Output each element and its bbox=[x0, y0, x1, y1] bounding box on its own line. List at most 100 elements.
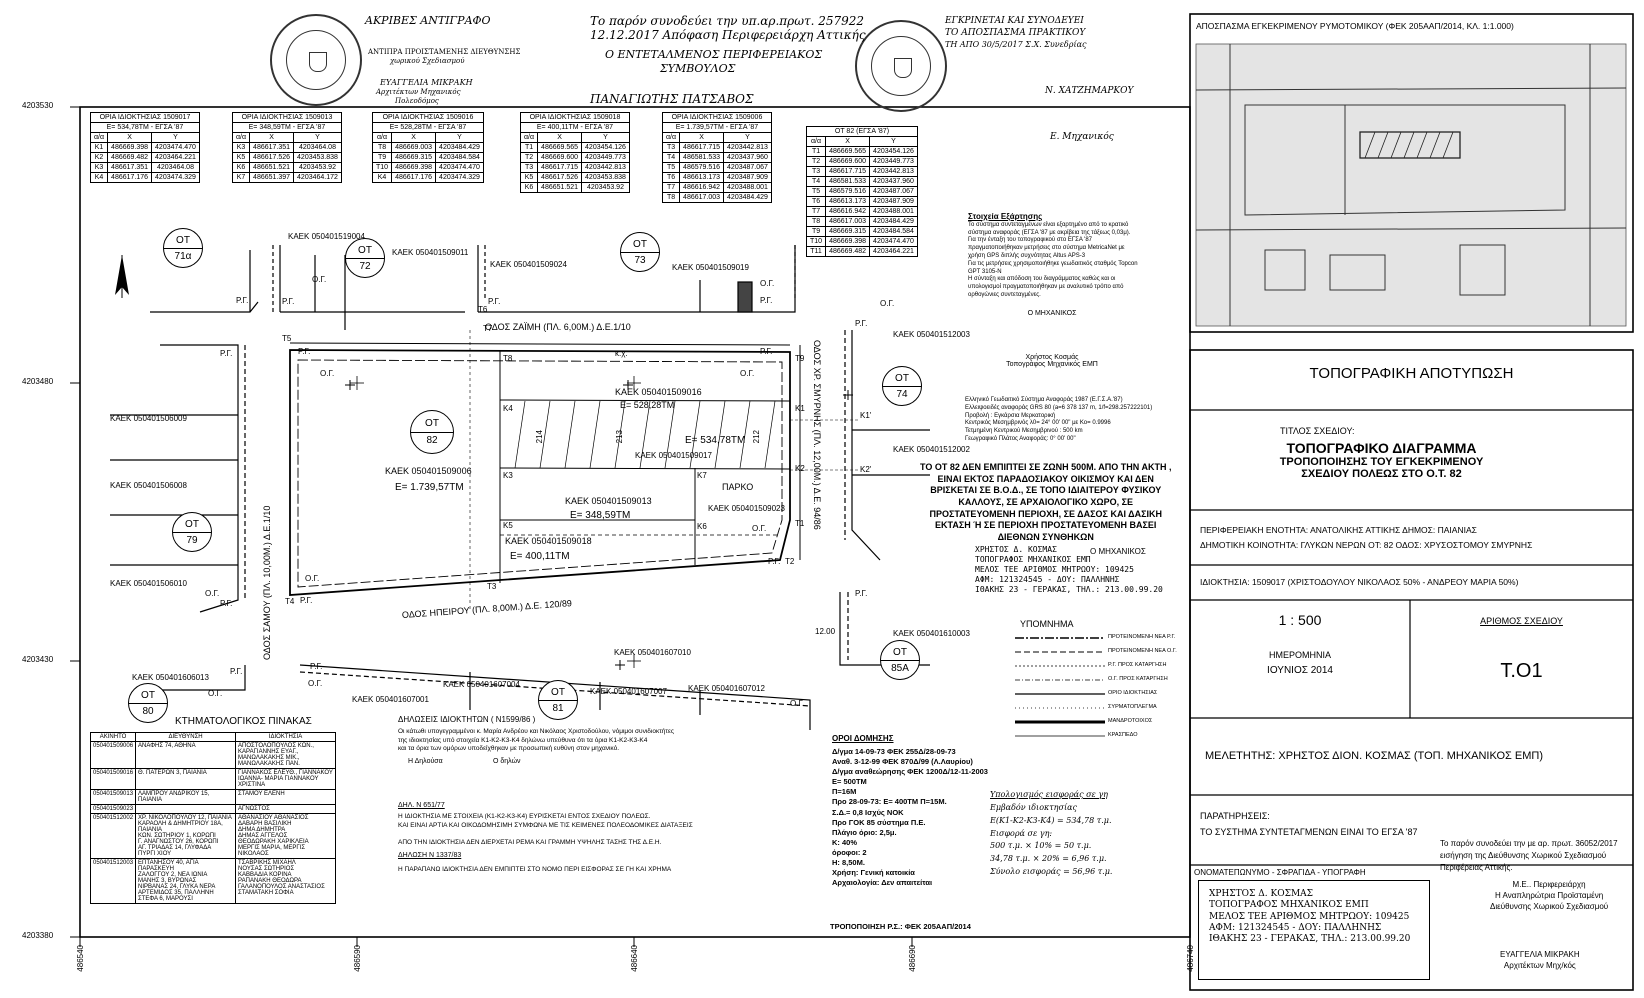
parcel-label: ΚΑΕΚ 050401509023 bbox=[708, 504, 785, 513]
rg-label: Ρ.Γ. bbox=[230, 667, 243, 676]
note-line: ΠΡΟΣΤΑΤΕΥΟΜΕΝΗ ΠΕΡΙΟΧΗ, ΣΕ ΔΑΣΟΣ ΚΑΙ ΔΑΣ… bbox=[929, 508, 1162, 519]
coord-table-sub: Ε= 1.739,57ΤΜ - ΕΓΣΑ '87 bbox=[662, 122, 772, 133]
building-term: Η: 8,50Μ. bbox=[832, 858, 865, 868]
spec-line: Για την ένταξη του τοπογραφικού στο ΕΓΣΑ… bbox=[968, 237, 1092, 244]
approval-note: Το παρόν συνοδεύει την με αρ. πρωτ. 3605… bbox=[1440, 838, 1618, 874]
contribution-line: Ε(Κ1-Κ2-Κ3-Κ4) = 534,78 τ.μ. bbox=[990, 815, 1112, 825]
building-terms: ΟΡΟΙ ΔΟΜΗΣΗΣ Δ/γμα 14-09-73 ΦΕΚ 255Δ/28-… bbox=[832, 734, 988, 889]
coord-cell: K4 bbox=[371, 172, 393, 183]
declaration-line: ΑΠΟ ΤΗΝ ΙΔΙΟΚΤΗΣΙΑ ΔΕΝ ΔΙΕΡΧΕΤΑΙ ΡΕΜΑ ΚΑ… bbox=[398, 839, 662, 847]
building-term: Χρήση: Γενική κατοικία bbox=[832, 868, 915, 878]
remarks-label: ΠΑΡΑΤΗΡΗΣΕΙΣ: bbox=[1200, 811, 1270, 821]
building-term: Προ ΓΟΚ 85 σύστημα Π.Ε. bbox=[832, 817, 926, 827]
coord-cell: 4203464.221 bbox=[151, 152, 200, 163]
stamp-line: ΤΟΠΟΓΡΑΦΟΣ ΜΗΧΑΝΙΚΟΣ ΕΜΠ bbox=[975, 555, 1091, 564]
hand-note: χωρικού Σχεδιασμού bbox=[390, 57, 465, 65]
kaek-label: ΚΑΕΚ 050401607012 bbox=[688, 684, 765, 693]
coord-cell: T11 bbox=[805, 246, 827, 257]
seal-right-stamp bbox=[855, 20, 947, 112]
tick-label: 213 bbox=[615, 430, 624, 444]
kaek-label: ΚΑΕΚ 050401506008 bbox=[110, 481, 187, 490]
coord-cell: 486581.533 bbox=[679, 152, 725, 163]
cadastre-cell: 050401512003 bbox=[89, 858, 137, 904]
kaek-label: ΚΑΕΚ 050401509019 bbox=[672, 263, 749, 272]
coord-cell: 4203453.92 bbox=[293, 162, 342, 173]
coord-cell: T2 bbox=[805, 156, 827, 167]
coord-cell: 486617.351 bbox=[249, 142, 295, 153]
approval-line: Διεύθυνσης Χωρικού Σχεδιασμού bbox=[1490, 901, 1609, 911]
building-term: Δ/γμα αναθεώρησης ΦΕΚ 1200Δ/12-11-2003 bbox=[832, 767, 988, 777]
coord-cell: 486669.398 bbox=[391, 162, 437, 173]
parcel-label: ΚΑΕΚ 050401509016 bbox=[615, 387, 702, 397]
coord-cell: K4 bbox=[89, 172, 109, 183]
coord-table-header: α/α bbox=[805, 136, 827, 147]
og-label: Ο.Γ. bbox=[880, 299, 895, 308]
coord-cell: T1 bbox=[519, 142, 539, 153]
legend-item: ΣΥΡΜΑΤΟΠΛΕΓΜΑ bbox=[1108, 704, 1157, 710]
coord-table-header: X bbox=[679, 132, 725, 143]
vertex-label: K5 bbox=[503, 521, 513, 530]
grid-y-label: 4203480 bbox=[22, 377, 54, 386]
reference-line: Τετμημένη Κεντρικού Μεσημβρινού : 500 km bbox=[965, 428, 1083, 435]
coord-cell: 4203487.909 bbox=[723, 172, 772, 183]
plan-title-line: ΣΧΕΔΙΟΥ ΠΟΛΕΩΣ ΣΤΟ Ο.Τ. 82 bbox=[1301, 468, 1462, 480]
note-line: ΤΟ ΟΤ 82 ΔΕΝ ΕΜΠΙΠΤΕΙ ΣΕ ΖΩΝΗ 500Μ. ΑΠΟ … bbox=[920, 462, 1172, 472]
grid-y-label: 4203530 bbox=[22, 101, 54, 110]
parcel-label: ΚΑΕΚ 050401509017 bbox=[635, 451, 712, 460]
plan-label: ΤΙΤΛΟΣ ΣΧΕΔΙΟΥ: bbox=[1280, 426, 1355, 436]
grid-x-label: 486590 bbox=[353, 945, 362, 972]
coord-table-header: α/α bbox=[89, 132, 109, 143]
declaration-line: Οι κάτωθι υπογεγραμμένοι κ. Μαρία Ανδρέο… bbox=[398, 727, 674, 735]
coord-cell: T9 bbox=[805, 226, 827, 237]
grid-x-label: 486740 bbox=[1186, 945, 1195, 972]
coord-table-header: α/α bbox=[371, 132, 393, 143]
coord-cell: 4203449.773 bbox=[869, 156, 918, 167]
specs-engineer-name: Χρήστος Κοσμάς bbox=[1025, 353, 1079, 361]
contribution-line: 34,78 τ.μ. × 20% = 6,96 τ.μ. bbox=[990, 854, 1107, 864]
coord-table-title: ΟΤ 82 (ΕΓΣΑ '87) bbox=[806, 126, 918, 137]
cadastre-cell: ΛΑΜΠΡΟΥ ΑΝΔΡΙΚΟΥ 15, ΠΑΙΑΝΙΑ bbox=[135, 789, 237, 805]
parcel-label: ΚΑΕΚ 050401509018 bbox=[505, 536, 592, 546]
vertex-label: T9 bbox=[795, 354, 805, 363]
parcel-area: Ε= 1.739,57ΤΜ bbox=[395, 482, 464, 493]
og-label: Ο.Γ. bbox=[305, 574, 320, 583]
rg-label: Ρ.Γ. bbox=[768, 557, 781, 566]
parcel-area: Ε= 400,11ΤΜ bbox=[510, 551, 570, 562]
vertex-label: K1' bbox=[860, 411, 872, 420]
reference-line: Ελληνικό Γεωδαιτικό Σύστημα Αναφοράς 198… bbox=[965, 397, 1123, 403]
parcel-area: Ε= 348,59ΤΜ bbox=[570, 510, 631, 521]
coord-table-header: X bbox=[249, 132, 295, 143]
coord-cell: 486651.521 bbox=[249, 162, 295, 173]
coord-cell: T1 bbox=[805, 146, 827, 157]
tick-label: 214 bbox=[535, 430, 544, 444]
vertex-label: K2' bbox=[860, 465, 872, 474]
coord-cell: 486617.526 bbox=[537, 172, 583, 183]
cadastre-cell bbox=[135, 804, 237, 814]
grid-x-label: 486640 bbox=[630, 945, 639, 972]
approval-line: Η Αναπληρώτρια Προϊσταμένη bbox=[1495, 890, 1604, 900]
og-label: Ο.Γ. bbox=[312, 275, 327, 284]
parcel-label: ΠΑΡΚΟ bbox=[722, 482, 754, 492]
kaek-label: ΚΑΕΚ 050401509024 bbox=[490, 260, 567, 269]
stamp-line: ΧΡΗΣΤΟΣ Δ. ΚΟΣΜΑΣ bbox=[975, 545, 1057, 554]
vertex-label: T1 bbox=[795, 519, 805, 528]
note-line: ΕΚΤΑΣΗ Ή ΣΕ ΠΕΡΙΟΧΗ ΠΡΟΣΤΑΤΕΥΟΜΕΝΗ ΒΑΣΕΙ bbox=[935, 520, 1157, 531]
coord-cell: 486669.565 bbox=[537, 142, 583, 153]
coord-cell: 4203442.813 bbox=[869, 166, 918, 177]
